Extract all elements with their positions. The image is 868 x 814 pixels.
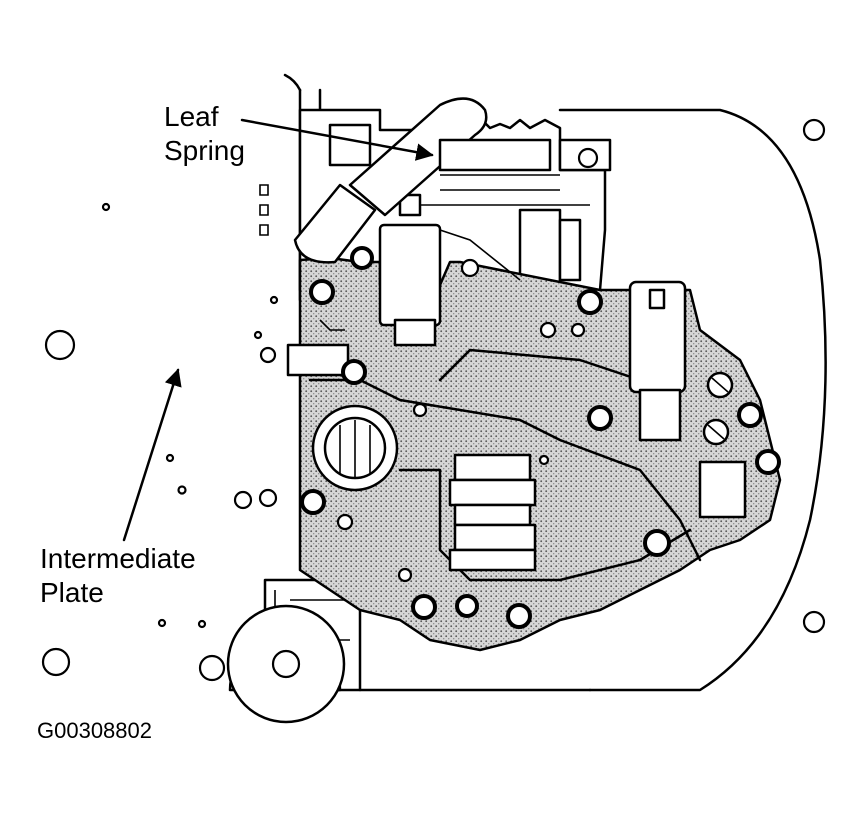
- valve-body: [286, 223, 782, 652]
- intermediate-plate-callout: Intermediate Plate: [40, 368, 196, 608]
- intermediate-plate-arrow: [122, 368, 182, 542]
- solenoid-right-tip: [638, 388, 682, 442]
- manual-shaft-area: [198, 578, 362, 724]
- pressure-switch: [698, 460, 747, 519]
- leaf-spring-arrow: [240, 118, 434, 161]
- leaf-spring-callout: Leaf Spring: [164, 101, 434, 166]
- solenoid-left: [378, 223, 442, 327]
- figure-id: G00308802: [37, 718, 152, 743]
- leaf-spring-label-line2: Spring: [164, 135, 245, 166]
- plate-tab-left: [286, 343, 350, 377]
- intermediate-plate-label-line2: Plate: [40, 577, 104, 608]
- leaf-spring-label-line1: Leaf: [164, 101, 219, 132]
- center-valve-stack: [448, 453, 537, 572]
- case-hole-bottom-right: [802, 610, 826, 634]
- fluid-passages: [41, 202, 586, 677]
- valve-body-bolts: [300, 246, 781, 629]
- case-hole-top-right: [802, 118, 826, 142]
- intermediate-plate-label-line1: Intermediate: [40, 543, 196, 574]
- solenoid-left-tip: [393, 318, 437, 347]
